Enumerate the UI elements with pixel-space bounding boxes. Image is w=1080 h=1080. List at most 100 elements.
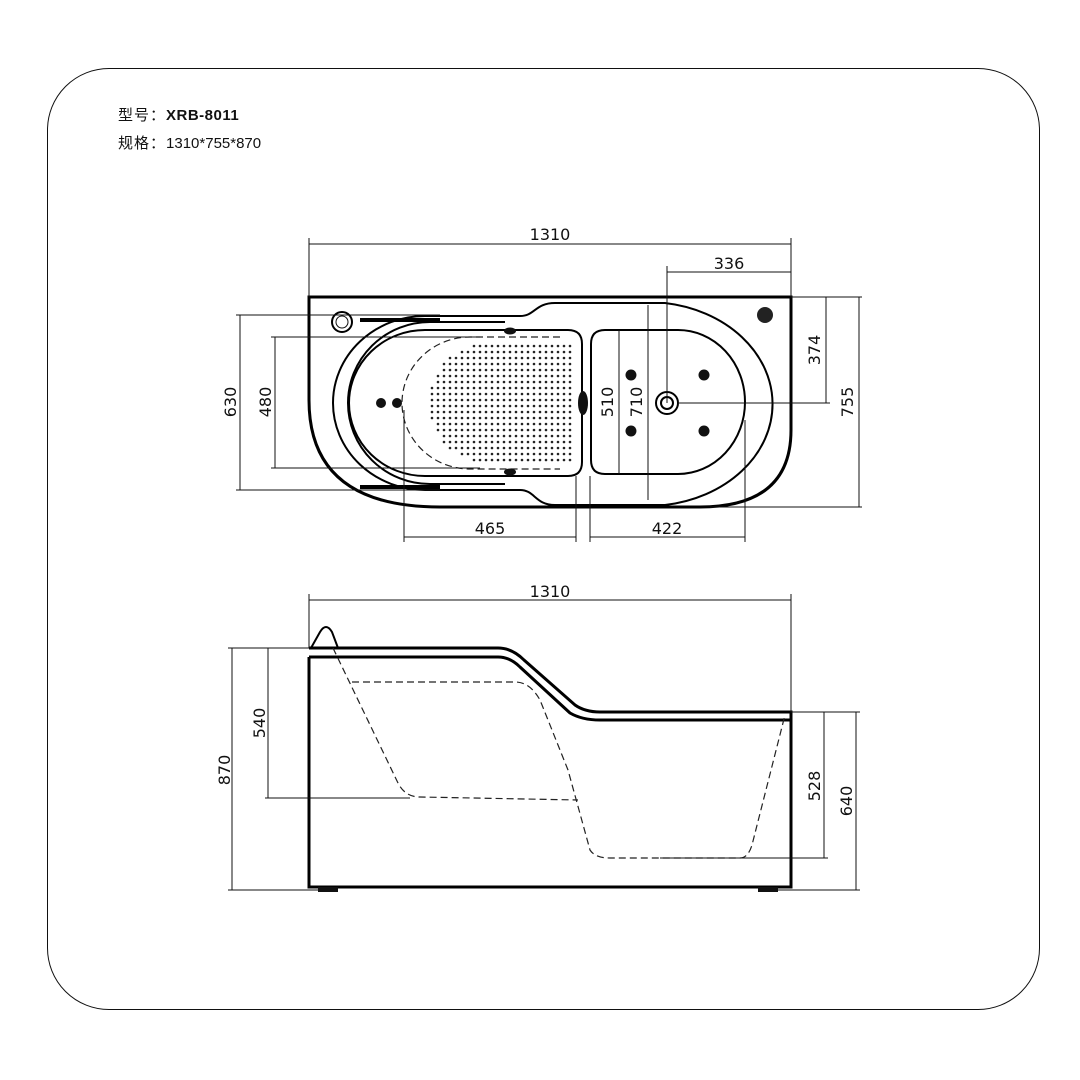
model-spec: 型号：XRB-8011 bbox=[118, 104, 239, 125]
massage-dot bbox=[550, 410, 554, 414]
massage-dot bbox=[568, 422, 572, 426]
massage-dot bbox=[502, 422, 506, 426]
massage-dot bbox=[544, 434, 548, 438]
massage-dot bbox=[454, 368, 458, 372]
massage-dot bbox=[556, 422, 560, 426]
control-knob-icon[interactable] bbox=[757, 307, 773, 323]
massage-dot bbox=[556, 428, 560, 432]
massage-dot bbox=[454, 392, 458, 396]
massage-dot bbox=[550, 404, 554, 408]
massage-dot bbox=[472, 368, 476, 372]
massage-dot bbox=[436, 410, 440, 414]
massage-dot bbox=[532, 422, 536, 426]
massage-dot bbox=[436, 404, 440, 408]
massage-dot bbox=[544, 440, 548, 444]
interior-profile-seat bbox=[352, 681, 786, 859]
massage-dot bbox=[496, 374, 500, 378]
massage-dot bbox=[514, 344, 518, 348]
massage-dot bbox=[454, 410, 458, 414]
massage-dot bbox=[472, 404, 476, 408]
massage-dot bbox=[430, 404, 434, 408]
massage-dot bbox=[544, 362, 548, 366]
massage-dot bbox=[490, 392, 494, 396]
massage-dot bbox=[532, 344, 536, 348]
massage-dot bbox=[454, 356, 458, 360]
massage-dot bbox=[532, 374, 536, 378]
pillow-jet-icon bbox=[504, 468, 516, 476]
jet-icon bbox=[698, 369, 710, 381]
massage-dot bbox=[502, 410, 506, 414]
massage-dot bbox=[514, 428, 518, 432]
massage-dot bbox=[514, 398, 518, 402]
massage-dot bbox=[514, 392, 518, 396]
massage-dot bbox=[562, 446, 566, 450]
massage-dot bbox=[538, 434, 542, 438]
massage-dot bbox=[526, 386, 530, 390]
massage-dot bbox=[538, 416, 542, 420]
massage-dot bbox=[526, 452, 530, 456]
massage-dot bbox=[430, 416, 434, 420]
massage-dot bbox=[544, 386, 548, 390]
massage-dot bbox=[538, 392, 542, 396]
massage-dot bbox=[472, 356, 476, 360]
dim-height: 870 bbox=[215, 755, 234, 786]
massage-dot bbox=[562, 422, 566, 426]
massage-dot bbox=[502, 446, 506, 450]
massage-dot bbox=[484, 440, 488, 444]
massage-dot bbox=[526, 410, 530, 414]
size-label: 规格： bbox=[118, 135, 167, 152]
interior-profile-left bbox=[332, 647, 579, 801]
massage-dot bbox=[562, 386, 566, 390]
massage-dot bbox=[550, 398, 554, 402]
massage-dot bbox=[550, 446, 554, 450]
massage-dot bbox=[496, 428, 500, 432]
massage-dot bbox=[562, 380, 566, 384]
massage-dot bbox=[556, 416, 560, 420]
massage-dot bbox=[490, 452, 494, 456]
dim-seat-depth: 510 bbox=[598, 387, 617, 418]
massage-dot bbox=[454, 380, 458, 384]
massage-dot bbox=[442, 440, 446, 444]
massage-dot bbox=[442, 368, 446, 372]
tub-body-side bbox=[307, 657, 793, 889]
massage-dot bbox=[442, 410, 446, 414]
massage-dot bbox=[544, 344, 548, 348]
massage-dot bbox=[568, 362, 572, 366]
massage-dot bbox=[466, 440, 470, 444]
massage-dot bbox=[568, 368, 572, 372]
massage-dot bbox=[460, 416, 464, 420]
massage-dot bbox=[484, 452, 488, 456]
massage-dot bbox=[472, 446, 476, 450]
massage-dot bbox=[544, 458, 548, 462]
massage-dot bbox=[568, 398, 572, 402]
massage-dot bbox=[490, 380, 494, 384]
overflow-icon bbox=[331, 311, 353, 333]
massage-dot bbox=[532, 404, 536, 408]
massage-dot bbox=[472, 362, 476, 366]
massage-dot bbox=[430, 398, 434, 402]
massage-dot bbox=[442, 434, 446, 438]
massage-dot bbox=[508, 440, 512, 444]
massage-dot bbox=[496, 362, 500, 366]
dim-seat-outer-depth: 710 bbox=[627, 387, 646, 418]
massage-dot bbox=[484, 392, 488, 396]
massage-dot bbox=[436, 398, 440, 402]
massage-dot bbox=[556, 434, 560, 438]
massage-dot bbox=[442, 380, 446, 384]
massage-dot bbox=[430, 410, 434, 414]
massage-dot bbox=[568, 416, 572, 420]
massage-dot bbox=[484, 374, 488, 378]
massage-dot bbox=[568, 374, 572, 378]
massage-dot bbox=[562, 350, 566, 354]
pillow-jet-icon bbox=[504, 327, 516, 335]
massage-dot bbox=[460, 356, 464, 360]
massage-dot bbox=[526, 434, 530, 438]
massage-dot bbox=[478, 458, 482, 462]
massage-dot bbox=[514, 380, 518, 384]
massage-dot bbox=[526, 356, 530, 360]
massage-dot bbox=[454, 362, 458, 366]
massage-dot bbox=[514, 374, 518, 378]
massage-dot bbox=[448, 392, 452, 396]
massage-dot bbox=[472, 350, 476, 354]
massage-dot bbox=[520, 446, 524, 450]
